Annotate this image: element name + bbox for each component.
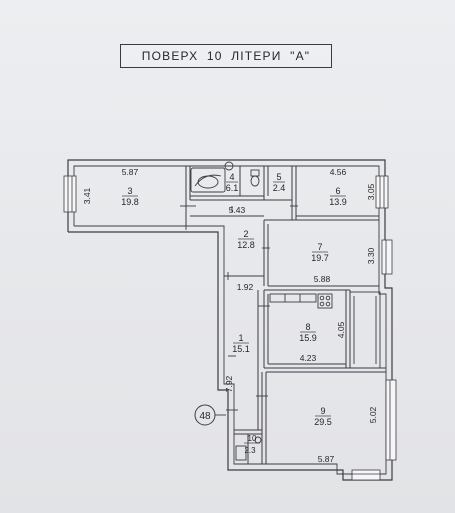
room-7-label: 7 19.7 — [311, 242, 329, 263]
room-1-area: 15.1 — [232, 344, 250, 354]
bathtub-icon — [190, 167, 226, 193]
room-10-label: 10 2.3 — [244, 434, 260, 455]
loggia-room8 — [349, 291, 381, 369]
room-5-number: 5 — [276, 172, 281, 182]
room-4-label: 4 6.1 — [226, 172, 239, 193]
room-4-area: 6.1 — [226, 183, 239, 193]
room-3-area: 19.8 — [121, 197, 139, 207]
room-10-number: 10 — [248, 434, 257, 443]
toilet-icon — [250, 169, 260, 187]
dim-room6-width: 4.56 — [330, 167, 347, 177]
dim-room6-depth: 3.05 — [366, 183, 376, 200]
room-6-area: 13.9 — [329, 197, 347, 207]
room-8-area: 15.9 — [299, 333, 317, 343]
room-labels: 3 19.8 4 6.1 5 2.4 6 13.9 2 — [121, 172, 347, 455]
room-3-label: 3 19.8 — [121, 186, 139, 207]
room-6-label: 6 13.9 — [329, 186, 347, 207]
room-6-number: 6 — [335, 186, 340, 196]
apartment-number-badge: 48 — [194, 404, 226, 426]
dim-room3-depth: 3.41 — [82, 187, 92, 204]
window-room6 — [375, 175, 389, 209]
window-room3 — [63, 175, 77, 213]
dim-hall-length: 7.92 — [224, 375, 234, 392]
dim-room3-width: 5.87 — [122, 167, 139, 177]
sink-icon — [224, 161, 234, 171]
dim-room9-width: 5.87 — [318, 454, 335, 464]
window-room9-bottom — [351, 469, 381, 481]
dim-room7-depth: 3.30 — [366, 247, 376, 264]
dim-room9-depth: 5.02 — [368, 406, 378, 423]
window-room7 — [381, 239, 393, 275]
dim-corridor4: 5.43 — [229, 205, 246, 215]
room-9-area: 29.5 — [314, 417, 332, 427]
room-1-number: 1 — [238, 333, 243, 343]
room-8-number: 8 — [305, 322, 310, 332]
dim-room8-depth: 4.05 — [336, 321, 346, 338]
floor-title-text: ПОВЕРХ 10 ЛІТЕРИ "А" — [141, 49, 311, 63]
room-1-label: 1 15.1 — [232, 333, 250, 354]
outer-walls — [67, 159, 393, 481]
room-10-area: 2.3 — [244, 446, 256, 455]
room-7-area: 19.7 — [311, 253, 329, 263]
room-2-label: 2 12.8 — [237, 229, 255, 250]
room-2-number: 2 — [243, 229, 248, 239]
room-4-number: 4 — [229, 172, 234, 182]
room-3-number: 3 — [127, 186, 132, 196]
door-marks — [180, 205, 298, 411]
room-7-number: 7 — [317, 242, 322, 252]
dim-room8-width: 4.23 — [300, 353, 317, 363]
interior-walls — [185, 166, 386, 464]
apartment-number: 48 — [199, 411, 211, 422]
room-9-label: 9 29.5 — [314, 406, 332, 427]
room-9-number: 9 — [320, 406, 325, 416]
room-5-label: 5 2.4 — [273, 172, 286, 193]
room-5-area: 2.4 — [273, 183, 286, 193]
room-2-area: 12.8 — [237, 240, 255, 250]
window-room9 — [385, 379, 397, 461]
floor-title: ПОВЕРХ 10 ЛІТЕРИ "А" — [120, 44, 332, 68]
stove-icon — [269, 293, 333, 309]
dim-hall-width: 1.92 — [237, 282, 254, 292]
room-8-label: 8 15.9 — [299, 322, 317, 343]
dim-room7-width: 5.88 — [314, 274, 331, 284]
dimension-labels: 5.87 3.41 5.43 4.56 3.05 3.30 5.88 1.92 … — [82, 167, 378, 464]
